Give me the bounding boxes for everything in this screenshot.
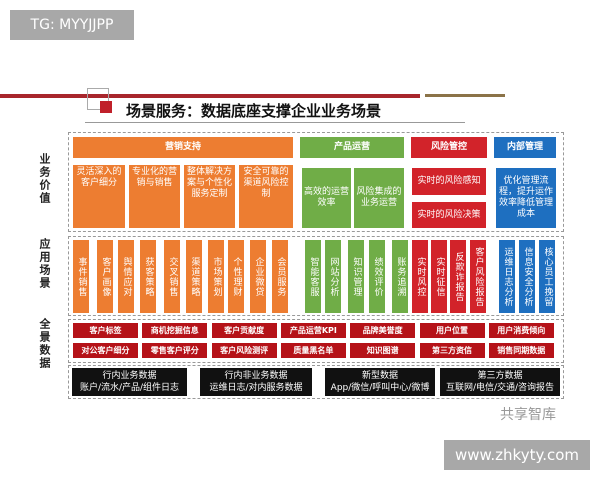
data-source-title: 行内业务数据 xyxy=(102,371,157,381)
scenario-item: 市场策划 xyxy=(208,240,224,313)
data-source: 第三方数据互联网/电信/交通/咨询报告 xyxy=(440,368,560,396)
title-marker-icon xyxy=(87,88,109,110)
scenario-item: 实时征信 xyxy=(431,240,447,313)
data-source-title: 第三方数据 xyxy=(477,371,523,381)
scenario-item: 核心员工挽留 xyxy=(539,240,555,313)
scenario-item: 获客策略 xyxy=(140,240,156,313)
scenario-item: 信息安全分析 xyxy=(519,240,535,313)
data-tag: 客户风险测评 xyxy=(211,343,277,358)
value-item: 高效的运营效率 xyxy=(302,168,351,228)
scenario-item: 个性理财 xyxy=(228,240,244,313)
value-item: 安全可靠的渠道风险控制 xyxy=(239,165,293,228)
data-source-sub: App/微信/呼叫中心/微博 xyxy=(330,383,430,393)
scenario-item: 交叉销售 xyxy=(164,240,180,313)
header-product: 产品运营 xyxy=(300,137,404,158)
value-item: 实时的风险决策 xyxy=(412,202,486,228)
label-business-value: 业务价值 xyxy=(38,153,51,205)
value-item: 实时的风险感知 xyxy=(412,168,486,195)
scenario-item: 实时风控 xyxy=(412,240,428,313)
scenario-item: 智能客服 xyxy=(305,240,321,313)
header-risk: 风险管控 xyxy=(411,137,487,158)
label-data: 全景数据 xyxy=(38,318,51,370)
value-item: 优化管理流程，提升运作效率降低管理成本 xyxy=(496,168,556,228)
bottom-tag: www.zhkyty.com xyxy=(444,440,590,470)
data-tag: 产品运营KPI xyxy=(280,323,346,338)
data-source-sub: 运维日志/对内服务数据 xyxy=(209,383,303,393)
source-frame xyxy=(68,365,564,399)
header-internal: 内部管理 xyxy=(494,137,556,158)
scenario-frame xyxy=(68,236,564,316)
data-tag: 第三方资信 xyxy=(419,343,485,358)
data-tag: 对公客户细分 xyxy=(73,343,138,358)
value-item: 整体解决方案与个性化服务定制 xyxy=(184,165,235,228)
data-tag: 质量黑名单 xyxy=(280,343,346,358)
data-tag: 用户位置 xyxy=(419,323,485,338)
header-rule xyxy=(0,94,420,98)
data-tag: 零售客户评分 xyxy=(142,343,208,358)
scenario-item: 舆情应对 xyxy=(118,240,134,313)
data-source: 行内业务数据账户/流水/产品/组件日志 xyxy=(72,368,187,396)
value-item: 专业化的营销与销售 xyxy=(129,165,180,228)
top-tag: TG: MYYJJPP xyxy=(10,10,134,40)
value-item: 风险集成的业务运营 xyxy=(354,168,404,228)
data-tag: 客户标签 xyxy=(73,323,138,338)
watermark: 共享智库 xyxy=(500,407,556,423)
data-source-sub: 互联网/电信/交通/咨询报告 xyxy=(445,383,555,393)
data-tag: 商机挖掘信息 xyxy=(142,323,208,338)
scenario-item: 会员服务 xyxy=(272,240,288,313)
scenario-item: 渠道策略 xyxy=(186,240,202,313)
value-frame xyxy=(68,132,564,232)
scenario-item: 反欺诈报告 xyxy=(450,240,466,313)
data-source: 行内非业务数据运维日志/对内服务数据 xyxy=(200,368,312,396)
page-title: 场景服务：数据底座支撑企业业务场景 xyxy=(126,102,382,120)
data-source-title: 行内非业务数据 xyxy=(224,371,288,381)
scenario-item: 网站分析 xyxy=(325,240,341,313)
data-tag: 用户消费倾向 xyxy=(488,323,554,338)
title-underline xyxy=(85,122,465,123)
scenario-item: 知识管理 xyxy=(348,240,364,313)
scenario-item: 运维日志分析 xyxy=(499,240,515,313)
data-source: 新型数据 App/微信/呼叫中心/微博 xyxy=(325,368,435,396)
header-marketing: 营销支持 xyxy=(73,137,293,158)
title-marker-square-icon xyxy=(100,101,112,113)
label-scenarios: 应用场景 xyxy=(38,238,51,290)
data-tag: 品牌美誉度 xyxy=(350,323,416,338)
value-item: 灵活深入的客户细分 xyxy=(73,165,125,228)
scenario-item: 账务追溯 xyxy=(392,240,408,313)
data-source-title: 新型数据 xyxy=(361,371,398,381)
data-tag: 客户贡献度 xyxy=(211,323,277,338)
scenario-item: 事件销售 xyxy=(73,240,89,313)
data-tag-frame xyxy=(68,319,564,363)
scenario-item: 客户画像 xyxy=(97,240,113,313)
scenario-item: 客户风险报告 xyxy=(470,240,486,313)
data-source-sub: 账户/流水/产品/组件日志 xyxy=(79,383,180,393)
scenario-item: 绩效评价 xyxy=(369,240,385,313)
scenario-item: 企业微贷 xyxy=(250,240,266,313)
header-rule-gold xyxy=(425,94,505,97)
data-tag: 知识图谱 xyxy=(350,343,416,358)
data-tag: 销售同期数据 xyxy=(488,343,554,358)
